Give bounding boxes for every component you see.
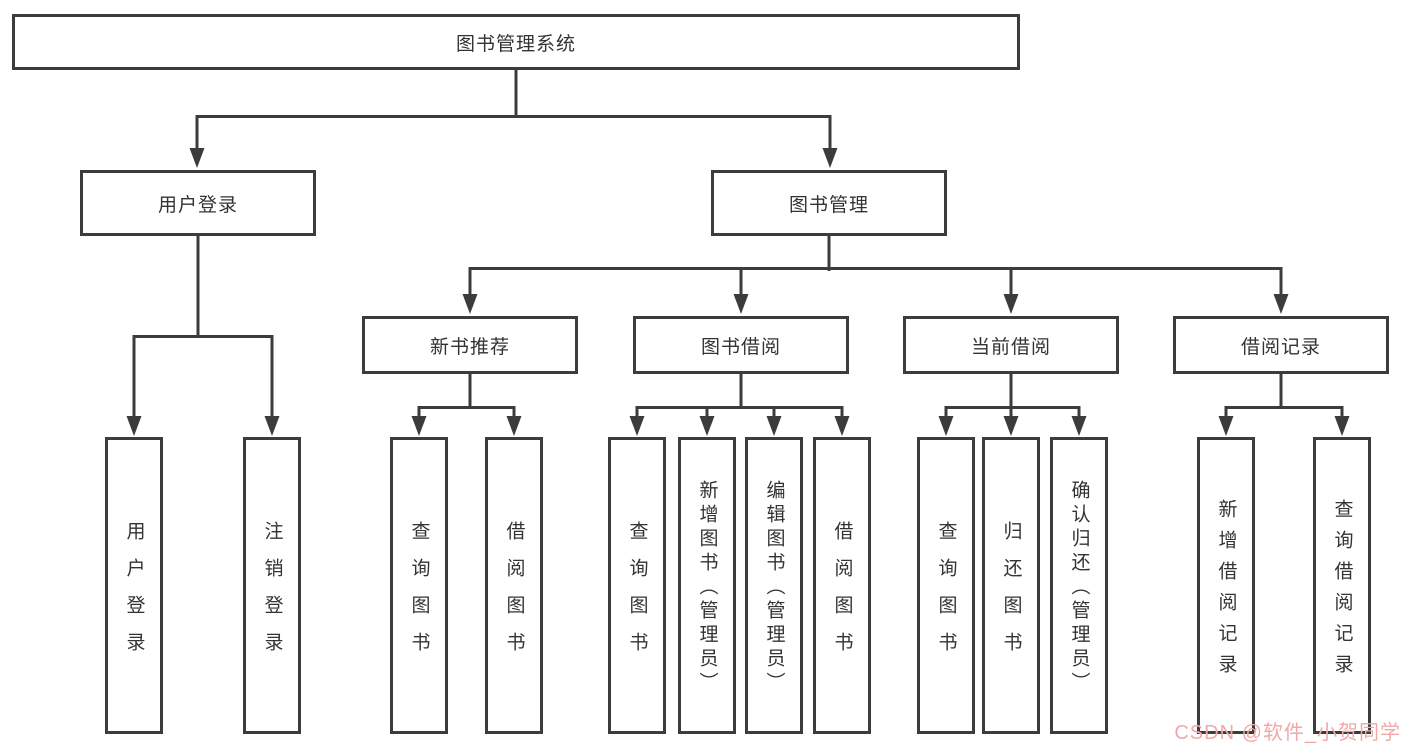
leaf-logout: 注销登录 (243, 437, 301, 734)
leaf-confirm-return-admin-label: 确认归还（管理员） (1068, 480, 1090, 696)
leaf-confirm-return-admin: 确认归还（管理员） (1050, 437, 1108, 734)
leaf-add-book-admin: 新增图书（管理员） (678, 437, 736, 734)
node-library-system-label: 图书管理系统 (455, 33, 576, 55)
leaf-logout-label: 注销登录 (261, 520, 283, 669)
node-book-management-label: 图书管理 (788, 194, 869, 216)
arrowhead (938, 416, 954, 436)
leaf-return-book-label: 归还图书 (1000, 520, 1022, 669)
node-user-login-label: 用户登录 (157, 194, 238, 216)
arrowhead (189, 148, 205, 168)
node-library-system: 图书管理系统 (12, 14, 1020, 70)
leaf-borrow-book: 借阅图书 (813, 437, 871, 734)
arrowhead (822, 148, 838, 168)
arrowhead (411, 416, 427, 436)
leaf-query-book-borrowing: 查询图书 (608, 437, 666, 734)
leaf-query-book-current-label: 查询图书 (935, 520, 957, 669)
leaf-edit-book-admin: 编辑图书（管理员） (745, 437, 803, 734)
arrowhead (766, 416, 782, 436)
leaf-query-book-recommend: 查询图书 (390, 437, 448, 734)
arrowhead (462, 294, 478, 314)
leaf-user-login: 用户登录 (105, 437, 163, 734)
leaf-query-book-current: 查询图书 (917, 437, 975, 734)
leaf-query-borrow-record: 查询借阅记录 (1313, 437, 1371, 734)
arrowhead (834, 416, 850, 436)
arrowhead (629, 416, 645, 436)
leaf-add-borrow-record: 新增借阅记录 (1197, 437, 1255, 734)
arrowhead (1273, 294, 1289, 314)
arrowhead (264, 416, 280, 436)
leaf-query-book-borrowing-label: 查询图书 (626, 520, 648, 669)
node-book-borrowing-label: 图书借阅 (700, 336, 781, 358)
leaf-query-borrow-record-label: 查询借阅记录 (1331, 498, 1353, 685)
leaf-query-book-recommend-label: 查询图书 (408, 520, 430, 669)
node-current-borrowing: 当前借阅 (903, 316, 1119, 374)
node-new-book-recommend: 新书推荐 (362, 316, 578, 374)
leaf-user-login-label: 用户登录 (123, 520, 145, 669)
arrowhead (1334, 416, 1350, 436)
node-new-book-recommend-label: 新书推荐 (429, 336, 510, 358)
arrowhead (126, 416, 142, 436)
leaf-add-book-admin-label: 新增图书（管理员） (696, 480, 718, 696)
leaf-borrow-book-label: 借阅图书 (831, 520, 853, 669)
watermark: CSDN @软件_小贺同学 (1174, 722, 1401, 744)
arrowhead (1003, 416, 1019, 436)
node-book-borrowing: 图书借阅 (633, 316, 849, 374)
leaf-borrow-book-recommend: 借阅图书 (485, 437, 543, 734)
leaf-add-borrow-record-label: 新增借阅记录 (1215, 498, 1237, 685)
arrowhead (506, 416, 522, 436)
connector-path (132, 70, 1344, 418)
arrowhead (1218, 416, 1234, 436)
node-current-borrowing-label: 当前借阅 (970, 336, 1051, 358)
leaf-borrow-book-recommend-label: 借阅图书 (503, 520, 525, 669)
arrowhead (1071, 416, 1087, 436)
leaf-return-book: 归还图书 (982, 437, 1040, 734)
node-user-login: 用户登录 (80, 170, 316, 236)
node-book-management: 图书管理 (711, 170, 947, 236)
node-borrowing-records-label: 借阅记录 (1240, 336, 1321, 358)
leaf-edit-book-admin-label: 编辑图书（管理员） (763, 480, 785, 696)
node-borrowing-records: 借阅记录 (1173, 316, 1389, 374)
arrowhead (699, 416, 715, 436)
arrowhead (1003, 294, 1019, 314)
arrowhead (733, 294, 749, 314)
